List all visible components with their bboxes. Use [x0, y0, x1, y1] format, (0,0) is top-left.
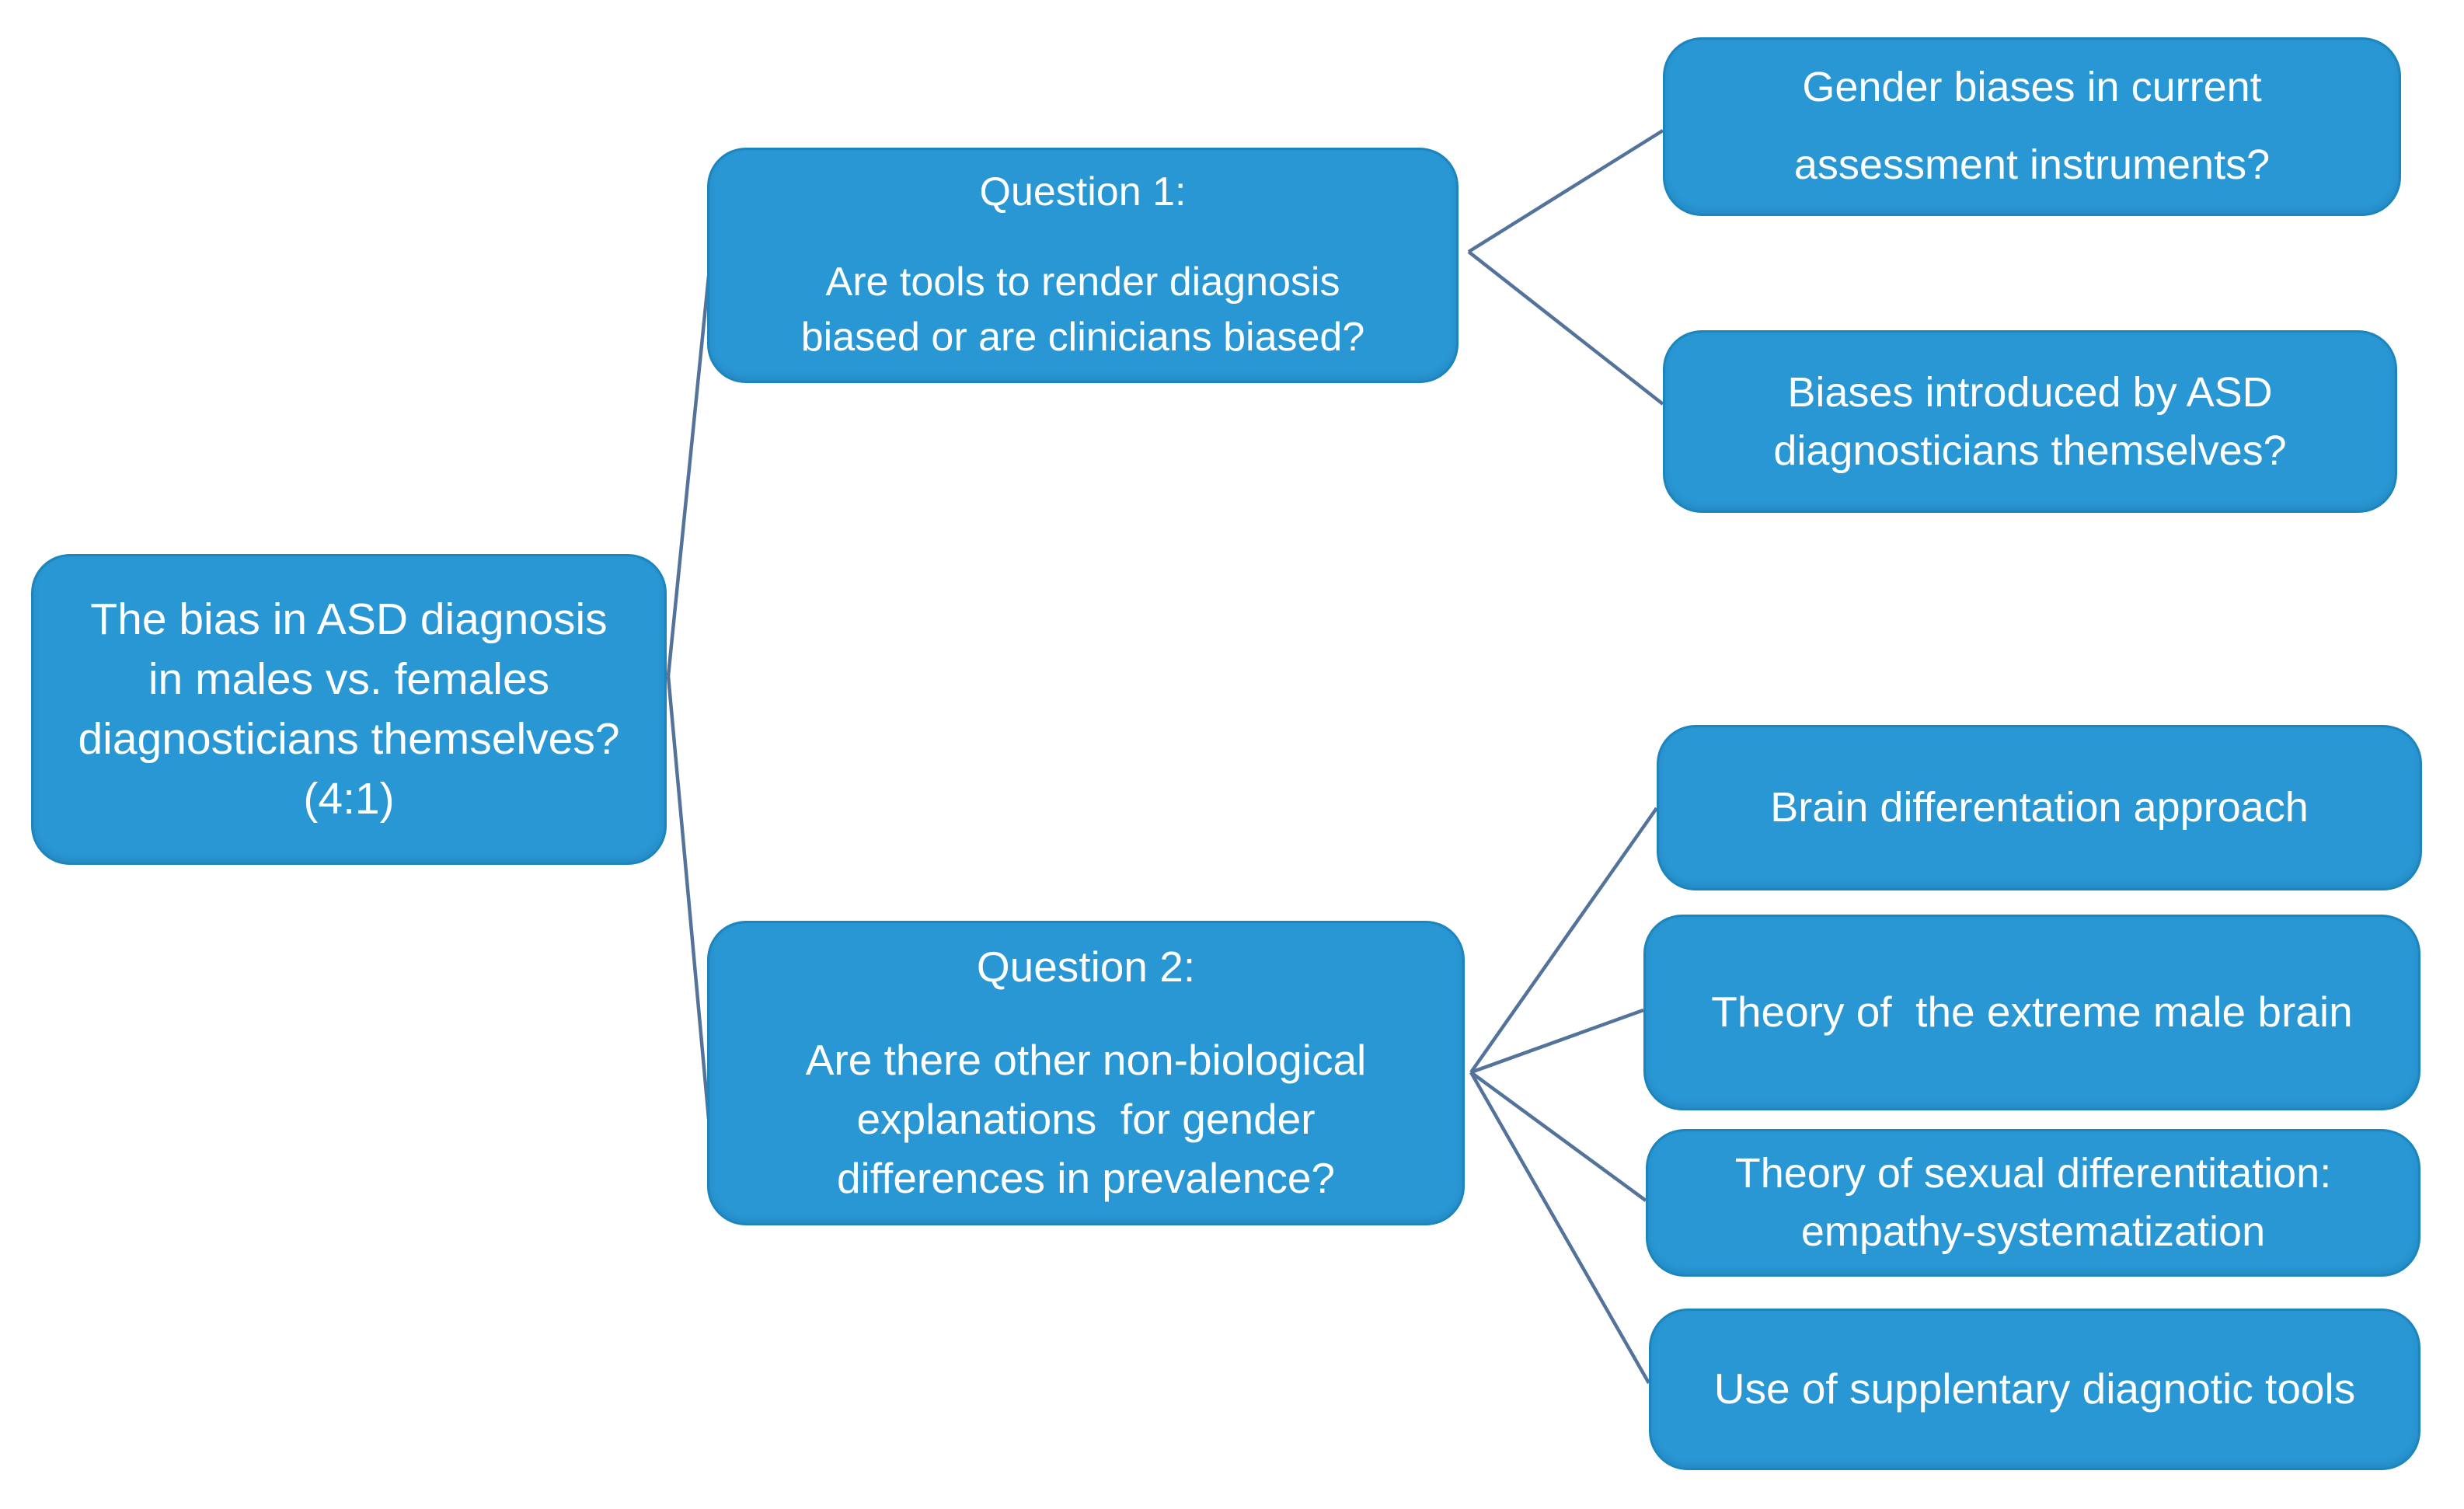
node-brain-differentation: Brain differentation approach: [1657, 725, 2422, 890]
connector-q2-r6: [1469, 1071, 1650, 1385]
node-sexual-differentitation: Theory of sexual differentitation: empat…: [1646, 1129, 2420, 1277]
node-text-line: explanations for gender: [856, 1095, 1316, 1143]
node-supplentary-tools: Use of supplentary diagnotic tools: [1649, 1309, 2420, 1470]
connector-q2-r3: [1469, 807, 1658, 1074]
node-text-line: biased or are clinicians biased?: [800, 315, 1365, 361]
node-text-line: empathy-systematization: [1800, 1208, 2266, 1255]
node-title: Question 1:: [979, 169, 1187, 214]
node-question-1: Question 1: Are tools to render diagnosi…: [707, 148, 1459, 383]
node-text-line: Theory of the extreme male brain: [1711, 988, 2353, 1037]
node-text-line: diagnosticians themselves?: [78, 714, 620, 764]
node-text-line: Are tools to render diagnosis: [825, 259, 1340, 305]
connector-root-q2: [666, 675, 711, 1120]
node-text-line: Theory of sexual differentitation:: [1734, 1150, 2332, 1197]
node-text-line: Biases introduced by ASD: [1787, 368, 2273, 416]
node-text-line: differences in prevalence?: [836, 1153, 1336, 1202]
node-text-line: assessment instruments?: [1793, 141, 2271, 188]
node-question-2: Question 2: Are there other non-biologic…: [707, 921, 1465, 1225]
node-gender-biases-instruments: Gender biases in current assessment inst…: [1663, 37, 2401, 216]
node-text-line: Use of supplentary diagnotic tools: [1713, 1364, 2356, 1413]
node-text-line: diagnosticians themselves?: [1773, 427, 2287, 474]
node-biases-diagnosticians: Biases introduced by ASD diagnosticians …: [1663, 330, 2397, 513]
node-text-line: Brain differentation approach: [1770, 784, 2309, 831]
connector-q1-r1: [1467, 129, 1664, 253]
node-text-line: Are there other non-biological: [805, 1036, 1367, 1085]
connector-q1-r2: [1467, 250, 1664, 406]
connector-q2-r4: [1470, 1008, 1644, 1075]
node-text-line: The bias in ASD diagnosis: [90, 594, 608, 645]
node-text-line: in males vs. females: [148, 654, 550, 705]
node-extreme-male-brain: Theory of the extreme male brain: [1643, 915, 2420, 1110]
node-root-asd-bias: The bias in ASD diagnosis in males vs. f…: [31, 554, 667, 865]
node-title: Question 2:: [976, 943, 1196, 991]
connector-root-q1: [666, 275, 711, 677]
connector-q2-r5: [1469, 1071, 1647, 1202]
node-text-line: Gender biases in current: [1802, 64, 2262, 111]
node-text-line: (4:1): [303, 773, 395, 824]
